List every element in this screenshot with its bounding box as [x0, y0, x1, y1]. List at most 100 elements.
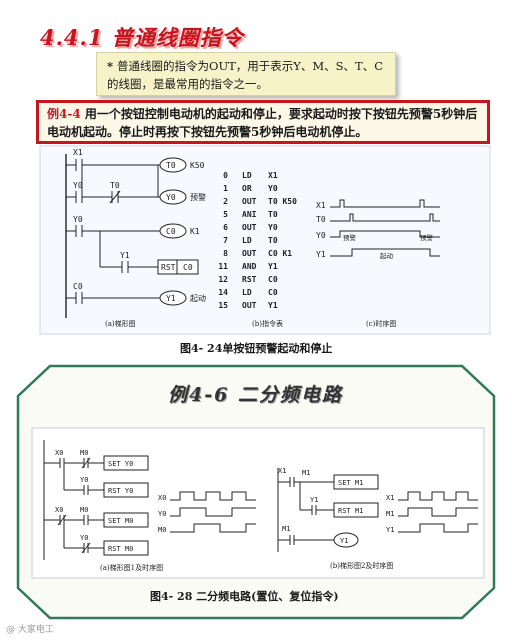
timing1-signal-Y1: Y1 — [316, 250, 326, 259]
ladder1-coil-Y1-label: Y1 — [166, 294, 176, 303]
note-text: 普通线圈的指令为OUT，用于表示Y、M、S、T、C的线圈，是最常用的指令之一。 — [107, 59, 384, 91]
figure1-caption: 图4- 24单按钮预警起动和停止 — [180, 342, 333, 355]
instruction-arg: X1 — [268, 171, 278, 180]
instruction-arg: Y1 — [268, 301, 278, 310]
instruction-arg: Y1 — [268, 262, 278, 271]
timing2a-signal-M0: M0 — [158, 526, 166, 534]
ladder2a-box-rst-m0 — [103, 540, 149, 556]
instruction-step: 7 — [223, 236, 228, 245]
instruction-arg: C0 — [268, 275, 278, 284]
ladder2b-box-rst-m1-text: RST M1 — [338, 507, 363, 515]
timing2a-signal-Y0: Y0 — [158, 510, 166, 518]
timing1 — [330, 199, 440, 257]
instruction-step: 0 — [223, 171, 228, 180]
ladder2b-coil-Y1-label: Y1 — [340, 537, 348, 545]
figure2-caption: 图4- 28 二分频电路(置位、复位指令) — [150, 590, 339, 603]
ladder1-coil-C0 — [159, 223, 187, 239]
ladder1-coil-T0-param: K50 — [190, 161, 205, 170]
instruction-step: 1 — [223, 184, 228, 193]
ladder1-coil-C0-param: K1 — [190, 227, 200, 236]
ladder2a-contact-Y0: Y0 — [80, 476, 88, 484]
ladder1-contact-Y0-b: Y0 — [73, 215, 83, 224]
timing2b-signal-X1: X1 — [386, 494, 394, 502]
ladder2b-contact-M1: M1 — [302, 469, 310, 477]
ladder2a-box-rst-y0 — [103, 482, 149, 498]
ladder1-rung2 — [66, 165, 160, 204]
example-box: 例4-4 用一个按钮控制电动机的起动和停止，要求起动时按下按钮先预警5秒钟后电动… — [36, 100, 490, 144]
note-star: * — [107, 59, 114, 73]
ladder1-coil-C0-label: C0 — [166, 227, 176, 236]
instruction-step: 11 — [218, 262, 228, 271]
ladder2a-box-set-m0-text: SET M0 — [108, 517, 133, 525]
ladder2a-contact-M0: M0 — [80, 449, 88, 457]
ladder2b — [277, 468, 334, 552]
instruction-op: LD — [242, 288, 252, 297]
ladder1-coil-Y1 — [159, 290, 187, 306]
ladder1-contact-Y0: Y0 — [73, 181, 83, 190]
ladder1-contact-X1: X1 — [73, 148, 83, 157]
ladder2a-box-set-y0-text: SET Y0 — [108, 460, 133, 468]
ladder1-rst-op: RST — [161, 263, 176, 272]
ladder2b-box-rst-m1 — [333, 502, 379, 518]
instruction-step: 15 — [218, 301, 228, 310]
fig2-subcaption-a: (a)梯形图1及时序图 — [100, 563, 163, 572]
ladder2b-box-set-m1-text: SET M1 — [338, 479, 363, 487]
ladder2b-contact-X1: X1 — [278, 467, 286, 475]
ladder1-rung3 — [66, 225, 160, 273]
ladder1-rst-box — [157, 259, 199, 275]
instruction-arg: C0 — [268, 288, 278, 297]
figure1: X1 T0 K50 Y0 T0 Y0 预警 Y0 C0 K1 Y1 RST C0… — [39, 145, 491, 335]
instruction-step: 6 — [223, 223, 228, 232]
watermark: @ 大家电工 — [6, 625, 54, 635]
instruction-arg: T0 — [268, 236, 278, 245]
figure2-inner-frame — [31, 427, 485, 579]
timing1-signal-Y0: Y0 — [316, 231, 326, 240]
timing2b-signal-M1: M1 — [386, 510, 394, 518]
instruction-op: LD — [242, 236, 252, 245]
figure1-frame — [39, 145, 491, 335]
instruction-op: ANI — [242, 210, 257, 219]
timing1-label-1: 预警 — [343, 233, 357, 242]
ladder1-coil-Y1-param: 起动 — [190, 293, 206, 303]
ladder2a-box-rst-m0-text: RST M0 — [108, 545, 133, 553]
timing1-signal-X1: X1 — [316, 201, 326, 210]
ladder1-rst-target: C0 — [183, 263, 193, 272]
fig1-subcaption-b: (b)指令表 — [252, 319, 283, 328]
timing2a — [170, 491, 256, 533]
section-title: 4.4.1 普通线圈指令 — [40, 25, 244, 50]
ladder2a-box-set-y0 — [103, 455, 149, 471]
ladder1-rung1 — [66, 159, 160, 197]
instruction-step: 12 — [218, 275, 228, 284]
instruction-step: 8 — [223, 249, 228, 258]
example-text: 用一个按钮控制电动机的起动和停止，要求起动时按下按钮先预警5秒钟后电动机起动。停… — [47, 107, 478, 139]
section2-title: 例4-6 二分频电路 — [168, 384, 343, 406]
instruction-op: OR — [242, 184, 252, 193]
ladder1-contact-T0: T0 — [110, 181, 120, 190]
instruction-arg: T0 K50 — [268, 197, 297, 206]
ladder1-rung4 — [66, 292, 160, 304]
instruction-arg: T0 — [268, 210, 278, 219]
instruction-op: OUT — [242, 223, 257, 232]
ladder1-coil-T0-label: T0 — [166, 161, 176, 170]
ladder2b-contact-M1-b: M1 — [282, 525, 290, 533]
note-box: *普通线圈的指令为OUT，用于表示Y、M、S、T、C的线圈，是最常用的指令之一。 — [96, 52, 396, 96]
instruction-op: OUT — [242, 301, 257, 310]
timing2b-signal-Y1: Y1 — [386, 526, 394, 534]
ladder2a-contact-X0-b: X0 — [55, 506, 63, 514]
instruction-op: OUT — [242, 249, 257, 258]
instruction-arg: Y0 — [268, 223, 278, 232]
timing2a-signal-X0: X0 — [158, 494, 166, 502]
instruction-step: 2 — [223, 197, 228, 206]
ladder2a-contact-X0: X0 — [55, 449, 63, 457]
instruction-op: AND — [242, 262, 257, 271]
instruction-arg: C0 K1 — [268, 249, 292, 258]
ladder2b-contact-Y1: Y1 — [310, 496, 318, 504]
ladder2a-contact-Y0-b: Y0 — [80, 534, 88, 542]
ladder1-coil-Y0-param: 预警 — [190, 192, 206, 202]
example-label: 例4-4 — [47, 107, 81, 121]
fig2-subcaption-b: (b)梯形图2及时序图 — [330, 561, 393, 570]
instruction-op: LD — [242, 171, 252, 180]
ladder1-coil-Y0 — [159, 189, 187, 205]
